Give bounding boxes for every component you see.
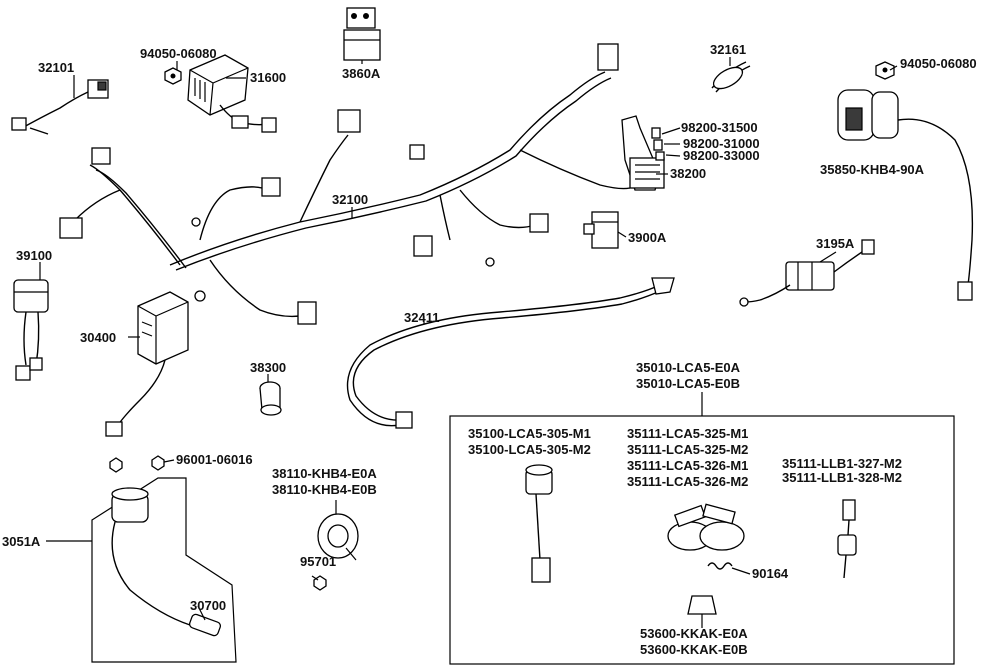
label-32100: 32100 bbox=[332, 192, 368, 207]
label-96001: 96001-06016 bbox=[176, 452, 253, 467]
regulator-31600-drawing bbox=[187, 54, 277, 133]
label-35100-m1: 35100-LCA5-305-M1 bbox=[468, 426, 591, 441]
cable-32411-drawing bbox=[346, 277, 675, 429]
band-32161-drawing bbox=[711, 61, 751, 93]
label-35100-m2: 35100-LCA5-305-M2 bbox=[468, 442, 591, 457]
label-32411: 32411 bbox=[404, 310, 439, 325]
label-98200-33000: 98200-33000 bbox=[683, 148, 760, 163]
label-38300: 38300 bbox=[250, 360, 286, 375]
label-35111-326-m1: 35111-LCA5-326-M1 bbox=[627, 458, 748, 473]
label-38110-e0b: 38110-KHB4-E0B bbox=[272, 482, 377, 497]
horn-38110-drawing bbox=[317, 513, 359, 561]
relay-3860A-drawing bbox=[343, 7, 381, 61]
label-94050-right: 94050-06080 bbox=[900, 56, 977, 71]
label-30400: 30400 bbox=[80, 330, 116, 345]
label-32161: 32161 bbox=[710, 42, 746, 57]
label-32101: 32101 bbox=[38, 60, 74, 75]
label-35010-e0b: 35010-LCA5-E0B bbox=[636, 376, 740, 391]
key-35111-llb1-drawing bbox=[837, 499, 857, 579]
label-53600-e0b: 53600-KKAK-E0B bbox=[640, 642, 748, 657]
bolts-96001-drawing bbox=[109, 455, 165, 473]
buzzer-38300-drawing bbox=[259, 381, 282, 416]
label-35850: 35850-KHB4-90A bbox=[820, 162, 925, 177]
switch-35100-drawing bbox=[525, 464, 553, 583]
label-90164: 90164 bbox=[752, 566, 789, 581]
label-98200-31000: 98200-31000 bbox=[683, 136, 760, 151]
label-35111-325-m1: 35111-LCA5-325-M1 bbox=[627, 426, 748, 441]
label-35111-326-m2: 35111-LCA5-326-M2 bbox=[627, 474, 748, 489]
cap-53600-drawing bbox=[687, 595, 717, 615]
label-95701: 95701 bbox=[300, 554, 336, 569]
label-3900A: 3900A bbox=[628, 230, 667, 245]
sensor-32101-drawing bbox=[11, 79, 109, 135]
label-35111-llb1-327: 35111-LLB1-327-M2 bbox=[782, 456, 902, 471]
main-harness-32100-drawing bbox=[59, 43, 631, 325]
label-38200: 38200 bbox=[670, 166, 706, 181]
label-35111-325-m2: 35111-LCA5-325-M2 bbox=[627, 442, 748, 457]
fuse-box-38200-drawing bbox=[621, 115, 665, 191]
label-98200-31500: 98200-31500 bbox=[681, 120, 758, 135]
relay-3195A-drawing bbox=[739, 239, 875, 307]
label-30700: 30700 bbox=[190, 598, 226, 613]
part-number-labels: 32101 94050-06080 31600 3860A 32161 9405… bbox=[2, 42, 977, 657]
label-38110-e0a: 38110-KHB4-E0A bbox=[272, 466, 377, 481]
label-94050-left: 94050-06080 bbox=[140, 46, 217, 61]
spring-90164-drawing bbox=[707, 562, 733, 570]
flasher-3900A-drawing bbox=[583, 211, 619, 249]
label-53600-e0a: 53600-KKAK-E0A bbox=[640, 626, 748, 641]
keys-35111-drawing bbox=[667, 503, 745, 551]
ignition-coil-35850-drawing bbox=[837, 89, 974, 301]
unit-39100-drawing bbox=[13, 279, 49, 381]
nut-94050-left-drawing bbox=[164, 67, 182, 85]
starter-relay-3051A-drawing bbox=[91, 477, 237, 663]
label-35010-e0a: 35010-LCA5-E0A bbox=[636, 360, 741, 375]
label-39100: 39100 bbox=[16, 248, 52, 263]
label-3195A: 3195A bbox=[816, 236, 855, 251]
label-31600: 31600 bbox=[250, 70, 286, 85]
cdi-30400-drawing bbox=[105, 291, 189, 437]
label-3051A: 3051A bbox=[2, 534, 41, 549]
leader-lines bbox=[39, 57, 898, 628]
nut-94050-right-drawing bbox=[875, 61, 895, 80]
label-3860A: 3860A bbox=[342, 66, 381, 81]
label-35111-llb1-328: 35111-LLB1-328-M2 bbox=[782, 470, 902, 485]
